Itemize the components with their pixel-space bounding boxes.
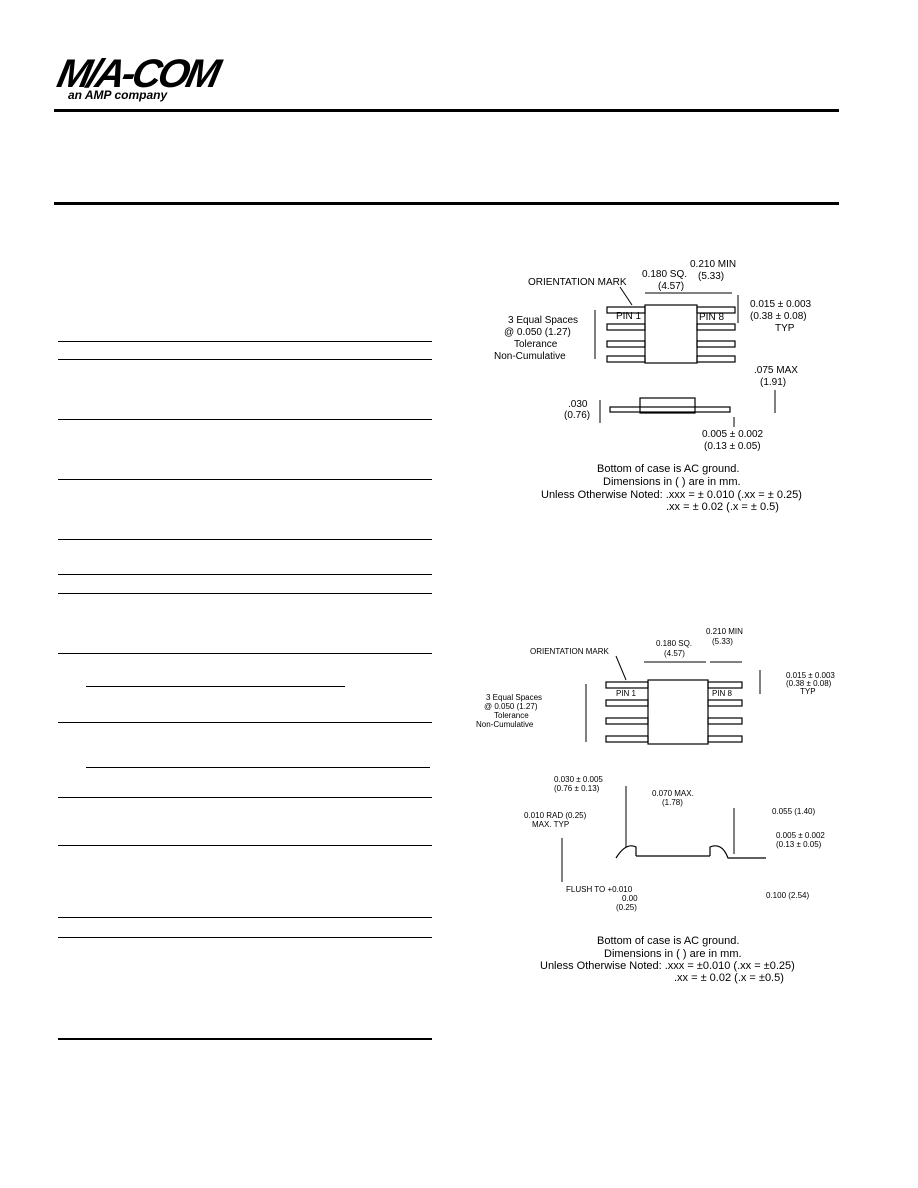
rad-label: 0.010 RAD (0.25) xyxy=(524,811,587,820)
right-leads xyxy=(707,681,743,743)
left-leads xyxy=(606,306,646,363)
max-h-mm: (1.78) xyxy=(662,798,683,807)
dim-d-label: 0.100 (2.54) xyxy=(766,891,809,900)
lead-width-mm: (0.38 ± 0.08) xyxy=(750,311,807,322)
lead-width-label: 0.015 ± 0.003 xyxy=(750,299,812,310)
table-line xyxy=(58,341,432,342)
spaces-line-2: @ 0.050 (1.27) xyxy=(504,327,571,338)
spaces-line-4: Non-Cumulative xyxy=(476,720,534,729)
table-line xyxy=(58,797,432,798)
table-line xyxy=(86,686,345,687)
diagram1-note-1: Bottom of case is AC ground. xyxy=(597,463,740,475)
pin1-label: PIN 1 xyxy=(616,689,637,698)
dim-a-label: 0.030 ± 0.005 xyxy=(554,775,603,784)
spaces-line-4: Non-Cumulative xyxy=(494,351,566,362)
left-leads xyxy=(605,681,649,743)
side-left-lead xyxy=(615,845,637,859)
diagram2-note-1: Bottom of case is AC ground. xyxy=(597,935,740,947)
side-body xyxy=(639,397,696,414)
max-height-label: .075 MAX xyxy=(754,365,798,376)
table-line xyxy=(58,593,432,594)
pin1-label: PIN 1 xyxy=(616,311,641,322)
diagram2-note-3: Unless Otherwise Noted: .xxx = ±0.010 (.… xyxy=(540,960,795,972)
table-line xyxy=(58,722,432,723)
lead-span-mm: (5.33) xyxy=(712,637,733,646)
diagram1-note-4: .xx = ± 0.02 (.x = ± 0.5) xyxy=(666,501,779,513)
body-sq-mm: (4.57) xyxy=(658,281,684,292)
pin8-label: PIN 8 xyxy=(699,312,724,323)
table-line xyxy=(58,479,432,480)
macom-logo: M/A-COM an AMP company xyxy=(53,50,234,110)
table-line xyxy=(58,359,432,360)
lead-width-typ: TYP xyxy=(800,687,816,696)
logo-tagline: an AMP company xyxy=(68,88,168,102)
diagram2-note-2: Dimensions in ( ) are in mm. xyxy=(604,948,742,960)
orientation-leader xyxy=(619,286,633,306)
diagram1-note-2: Dimensions in ( ) are in mm. xyxy=(603,476,741,488)
lead-thick-mm: (0.13 ± 0.05) xyxy=(704,441,761,452)
lead-width-label: 0.015 ± 0.003 xyxy=(786,671,835,680)
table-line xyxy=(58,937,432,938)
lead-width-typ: TYP xyxy=(775,323,795,334)
side-leads xyxy=(609,406,731,413)
spaces-line-3: Tolerance xyxy=(514,339,558,350)
lead-span-mm: (5.33) xyxy=(698,271,724,282)
right-leads xyxy=(696,306,736,363)
package-body xyxy=(647,679,709,745)
table-line xyxy=(58,917,432,918)
flush-line-3: (0.25) xyxy=(616,903,637,912)
dim-b-label: 0.055 (1.40) xyxy=(772,807,815,816)
table-line xyxy=(58,574,432,575)
header-rule-bottom xyxy=(54,202,839,205)
pin8-label: PIN 8 xyxy=(712,689,733,698)
flush-line-2: 0.00 xyxy=(622,894,638,903)
header-rule-top xyxy=(54,109,839,112)
lead-span-label: 0.210 MIN xyxy=(706,627,743,636)
dim-c-label: 0.005 ± 0.002 xyxy=(776,831,825,840)
max-height-mm: (1.91) xyxy=(760,377,786,388)
side-right-lead xyxy=(709,845,766,859)
flush-label: FLUSH TO +0.010 xyxy=(566,885,633,894)
lead-width-mm: (0.38 ± 0.08) xyxy=(786,679,832,688)
table-line xyxy=(58,653,432,654)
diagram2-note-4: .xx = ± 0.02 (.x = ±0.5) xyxy=(674,972,784,984)
table-line xyxy=(58,419,432,420)
body-sq-label: 0.180 SQ. xyxy=(642,269,687,280)
thickness-label: .030 xyxy=(568,399,588,410)
orientation-mark-label: ORIENTATION MARK xyxy=(530,647,609,656)
orientation-leader xyxy=(615,655,627,681)
thickness-mm: (0.76) xyxy=(564,410,590,421)
spaces-line-1: 3 Equal Spaces xyxy=(508,315,578,326)
table-line xyxy=(58,539,432,540)
spaces-line-1: 3 Equal Spaces xyxy=(486,693,542,702)
body-sq-mm: (4.57) xyxy=(664,649,685,658)
body-sq-label: 0.180 SQ. xyxy=(656,639,692,648)
orientation-mark-label: ORIENTATION MARK xyxy=(528,277,627,288)
package-outline-diagram-1: PIN 1 PIN 8 ORIENTATION MARK 0.180 SQ. (… xyxy=(494,259,812,452)
lead-thick-label: 0.005 ± 0.002 xyxy=(702,429,764,440)
spaces-line-2: @ 0.050 (1.27) xyxy=(484,702,538,711)
table-line xyxy=(58,1038,432,1040)
max-h-label: 0.070 MAX. xyxy=(652,789,694,798)
rad-typ: MAX. TYP xyxy=(532,820,569,829)
diagram1-note-3: Unless Otherwise Noted: .xxx = ± 0.010 (… xyxy=(541,489,802,501)
dim-c-mm: (0.13 ± 0.05) xyxy=(776,840,822,849)
lead-span-label: 0.210 MIN xyxy=(690,259,736,270)
dim-a-mm: (0.76 ± 0.13) xyxy=(554,784,600,793)
package-body xyxy=(644,304,698,364)
spaces-line-3: Tolerance xyxy=(494,711,529,720)
package-outline-diagram-2: PIN 1 PIN 8 ORIENTATION MARK 0.180 SQ. (… xyxy=(476,627,835,912)
table-line xyxy=(58,845,432,846)
table-line xyxy=(86,767,430,768)
